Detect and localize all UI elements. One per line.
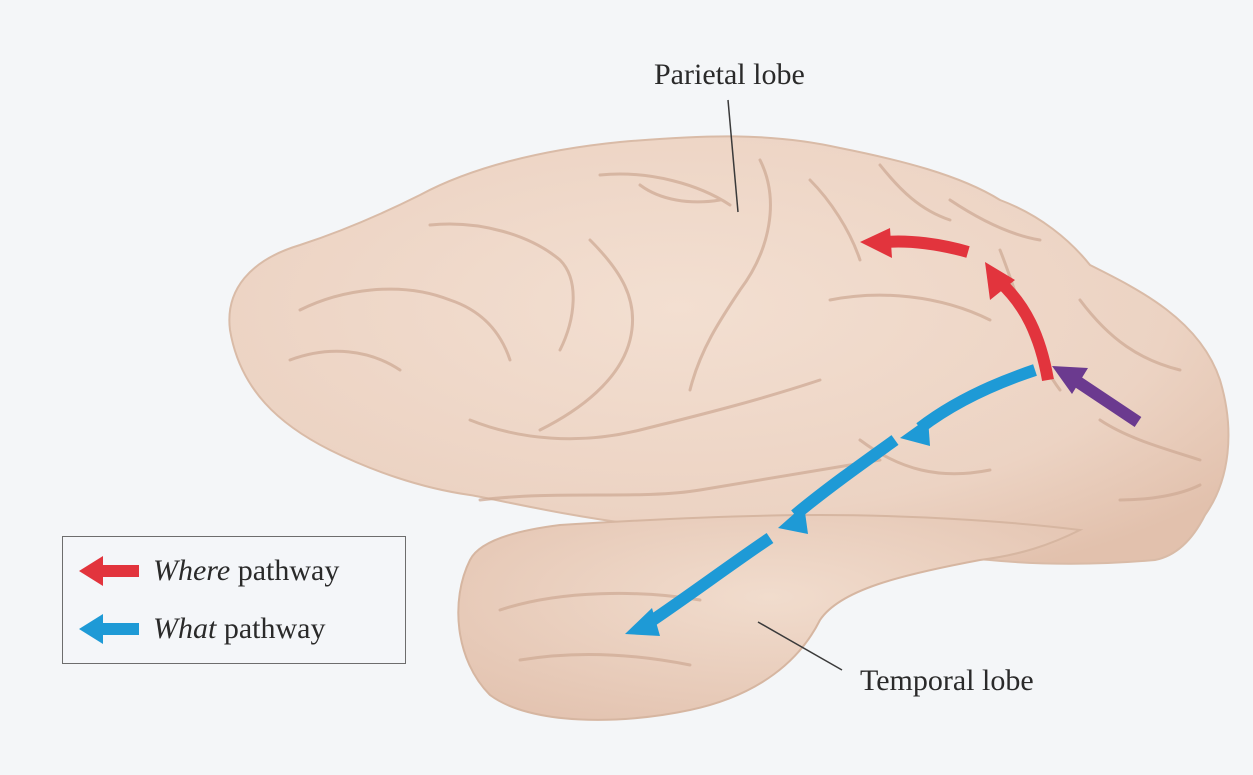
legend-item-what: What pathway	[77, 609, 325, 649]
legend-what-italic: What	[153, 612, 216, 645]
legend-what-rest: pathway	[216, 612, 325, 645]
parietal-lobe-label: Parietal lobe	[654, 58, 805, 92]
blue-arrow-icon	[77, 614, 141, 644]
brain-outline	[229, 136, 1228, 563]
temporal-lobe-label: Temporal lobe	[860, 664, 1034, 698]
legend-where-italic: Where	[153, 554, 230, 587]
legend: Where pathway What pathway	[62, 536, 406, 664]
legend-item-where: Where pathway	[77, 551, 339, 591]
red-arrow-icon	[77, 556, 141, 586]
legend-where-rest: pathway	[230, 554, 339, 587]
